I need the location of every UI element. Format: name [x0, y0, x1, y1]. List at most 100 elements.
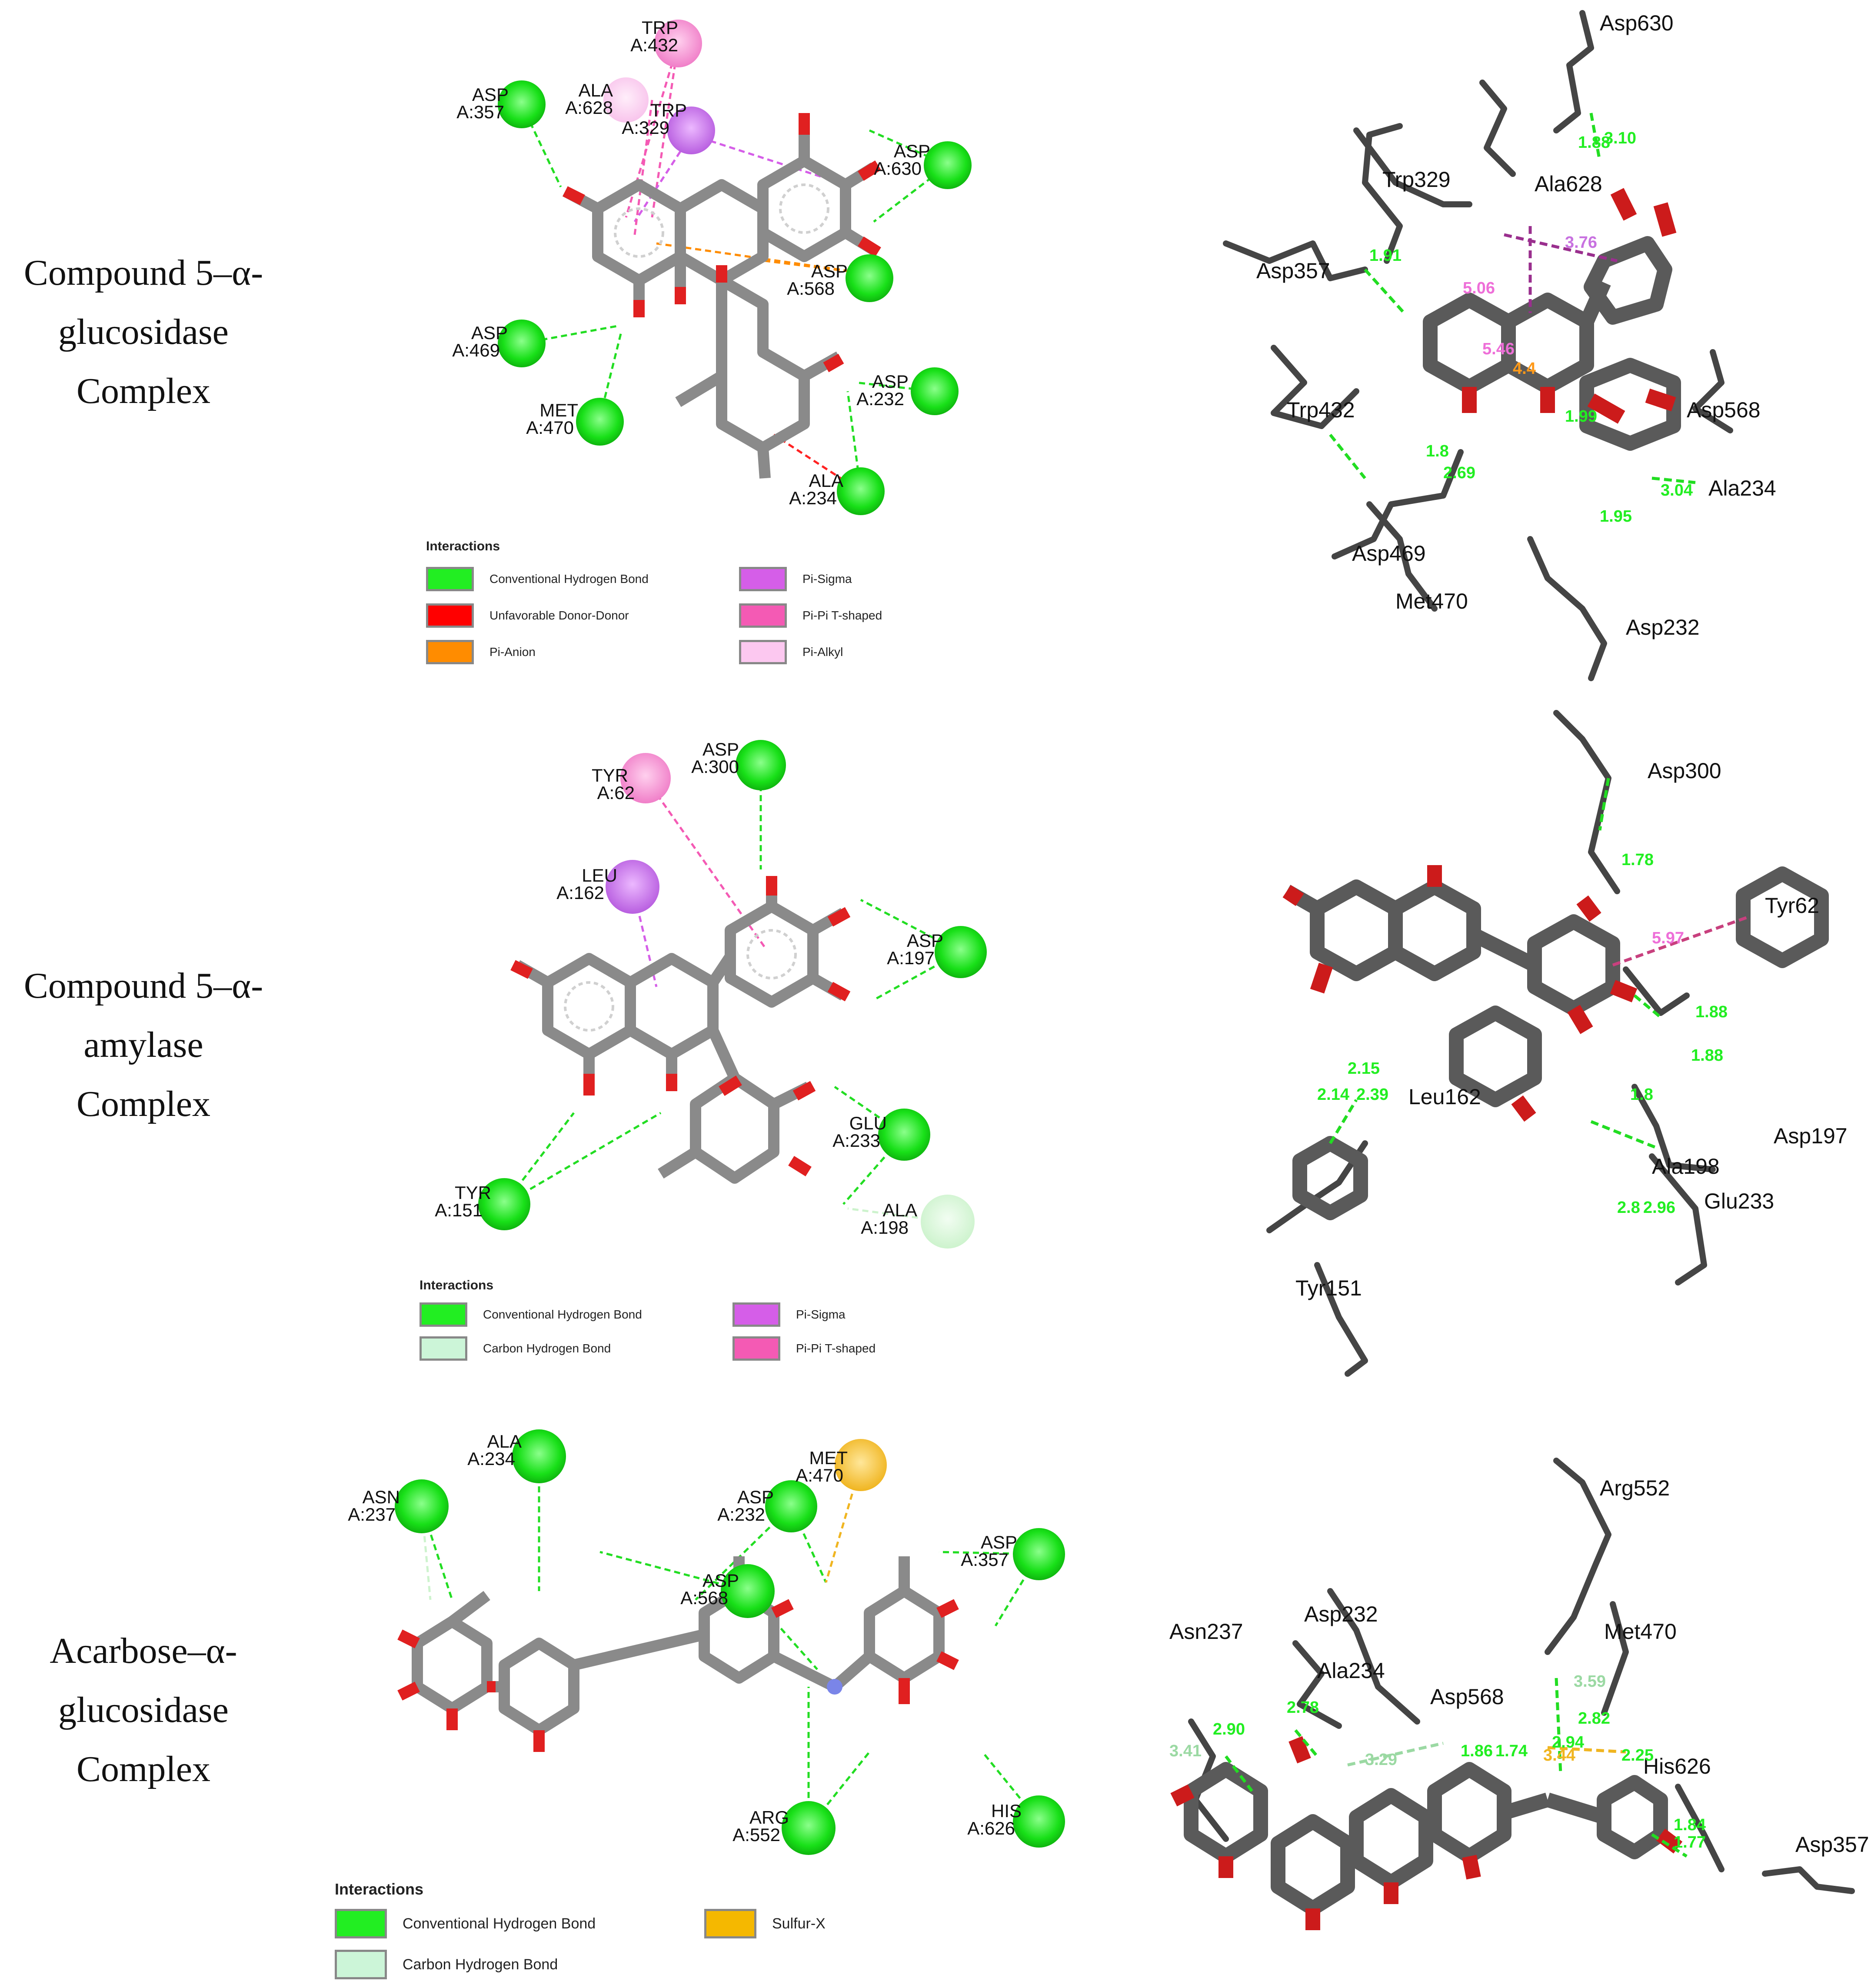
residue-ball — [921, 1195, 975, 1249]
residue-name: TRP — [642, 17, 678, 38]
residue-3d-label: Asp197 — [1774, 1124, 1848, 1148]
row2-2d-diagram: ASP A:300 TYR A:62 LEU A:162 ASP A:197 G… — [435, 739, 987, 1249]
residue-ball — [782, 1801, 836, 1855]
residue-number: A:432 — [630, 35, 678, 55]
distance-label: 4.4 — [1513, 360, 1536, 378]
legend-label: Pi-Pi T-shaped — [802, 609, 882, 622]
legend-title: Interactions — [335, 1880, 424, 1898]
residue-number: A:234 — [789, 488, 837, 508]
residue-ball — [603, 77, 649, 123]
residue-name: ASP — [894, 141, 930, 161]
row2-ligand-sticks — [1283, 866, 1829, 1220]
residue-ball — [911, 367, 959, 415]
residue-name: ASP — [811, 261, 848, 281]
row2-ligand-oxygens — [1282, 865, 1638, 1122]
legend-item: Unfavorable Donor-Donor — [426, 603, 629, 628]
legend-label: Carbon Hydrogen Bond — [403, 1956, 558, 1973]
distance-label: 3.10 — [1604, 129, 1636, 147]
row2-3d-view: Asp300 Tyr62 Asp197 Leu162 Ala198 Glu233… — [1266, 710, 1848, 1377]
row3-ligand-structure — [412, 1556, 945, 1736]
legend-label: Carbon Hydrogen Bond — [483, 1342, 611, 1355]
row3-3d-view: Arg552 Asn237 Asp232 Ala234 Met470 Asp56… — [1169, 1458, 1869, 1930]
legend-swatch — [419, 1302, 467, 1327]
residue-3d-label: Tyr62 — [1765, 893, 1819, 918]
distance-label: 1.88 — [1578, 133, 1610, 152]
row2-residues — [478, 740, 987, 1249]
legend-label: Pi-Pi T-shaped — [796, 1342, 876, 1355]
distance-label: 2.39 — [1356, 1086, 1388, 1104]
row3-legend: Interactions Conventional Hydrogen Bond … — [335, 1880, 900, 1985]
distance-label: 1.8 — [1426, 442, 1449, 460]
distance-label: 2.78 — [1287, 1698, 1319, 1717]
residue-ball — [924, 141, 972, 189]
residue-number: A:234 — [467, 1449, 515, 1469]
legend-label: Sulfur-X — [772, 1915, 826, 1932]
row3-ligand-oxygens — [1170, 1736, 1683, 1930]
residue-ball — [1013, 1795, 1065, 1848]
residue-3d-label: Asp357 — [1795, 1832, 1869, 1857]
distance-label: 5.46 — [1482, 340, 1515, 358]
residue-name: MET — [539, 400, 578, 420]
legend-label: Pi-Anion — [489, 645, 536, 659]
residue-ball — [620, 753, 671, 803]
row3-residues — [395, 1429, 1065, 1855]
row3-label-line2: glucosidase — [58, 1690, 229, 1730]
distance-label: 2.15 — [1348, 1059, 1380, 1078]
residue-number: A:552 — [732, 1825, 780, 1845]
row3-2d-diagram: ALA A:234 ASN A:237 MET A:470 ASP A:232 … — [348, 1429, 1065, 1855]
row3-label-line1: Acarbose–α- — [50, 1631, 237, 1671]
residue-ball — [395, 1479, 449, 1533]
residue-3d-label: Asp469 — [1352, 541, 1426, 566]
legend-label: Pi-Sigma — [802, 572, 852, 586]
residue-3d-label: Asp630 — [1600, 11, 1674, 35]
row3-ligand-sticks — [1184, 1762, 1668, 1916]
distance-label: 1.91 — [1369, 246, 1402, 265]
legend-swatch — [739, 603, 787, 628]
residue-name: ALA — [579, 80, 613, 100]
residue-3d-label: Ala234 — [1708, 476, 1776, 500]
residue-number: A:329 — [622, 117, 669, 138]
residue-3d-label: Asp300 — [1648, 759, 1721, 783]
residue-ball — [498, 80, 546, 128]
residue-number: A:62 — [597, 783, 635, 803]
legend-item: Pi-Pi T-shaped — [732, 1336, 876, 1361]
residue-3d-label: Glu233 — [1704, 1189, 1774, 1213]
distance-label: 3.76 — [1565, 233, 1597, 252]
residue-3d-label: Ala628 — [1535, 172, 1602, 196]
residue-name: TYR — [455, 1182, 491, 1203]
residue-3d-label: Met470 — [1604, 1619, 1677, 1644]
legend-item: Pi-Sigma — [739, 567, 852, 591]
residue-number: A:151 — [435, 1200, 483, 1220]
row2-ligand-oxygens — [510, 876, 851, 1177]
legend-swatch — [426, 603, 474, 628]
residue-3d-label: Asp357 — [1256, 259, 1330, 283]
row1-legend: Interactions Conventional Hydrogen Bond … — [426, 539, 948, 669]
row2-distance-labels: 1.78 5.97 1.88 1.88 1.8 2.15 2.14 2.39 2… — [1317, 851, 1728, 1217]
residue-name: TRP — [650, 100, 687, 120]
legend-label: Conventional Hydrogen Bond — [489, 572, 649, 586]
residue-number: A:357 — [961, 1549, 1009, 1570]
residue-name: ASP — [471, 323, 508, 343]
residue-ball — [878, 1109, 930, 1161]
residue-number: A:357 — [456, 102, 504, 122]
row2-legend: Interactions Conventional Hydrogen Bond … — [419, 1278, 941, 1374]
row2-ligand-structure — [514, 878, 846, 1184]
residue-3d-label: Met470 — [1395, 589, 1468, 613]
row3-distance-lines — [1225, 1678, 1688, 1858]
distance-label: 3.04 — [1661, 481, 1693, 499]
distance-label: 3.59 — [1574, 1672, 1606, 1691]
distance-label: 2.25 — [1621, 1746, 1654, 1765]
distance-label: 1.78 — [1621, 851, 1654, 869]
residue-ball — [606, 860, 659, 914]
legend-swatch — [739, 567, 787, 591]
residue-number: A:237 — [348, 1504, 396, 1525]
distance-label: 1.8 — [1630, 1086, 1653, 1104]
legend-label: Pi-Sigma — [796, 1308, 846, 1321]
distance-label: 1.74 — [1495, 1742, 1528, 1760]
residue-3d-label: Tyr151 — [1295, 1276, 1362, 1300]
distance-label: 2.82 — [1578, 1709, 1610, 1728]
legend-swatch — [732, 1336, 780, 1361]
residue-3d-label: Asp568 — [1430, 1685, 1504, 1709]
legend-title: Interactions — [426, 539, 500, 553]
legend-item: Carbon Hydrogen Bond — [419, 1336, 611, 1361]
